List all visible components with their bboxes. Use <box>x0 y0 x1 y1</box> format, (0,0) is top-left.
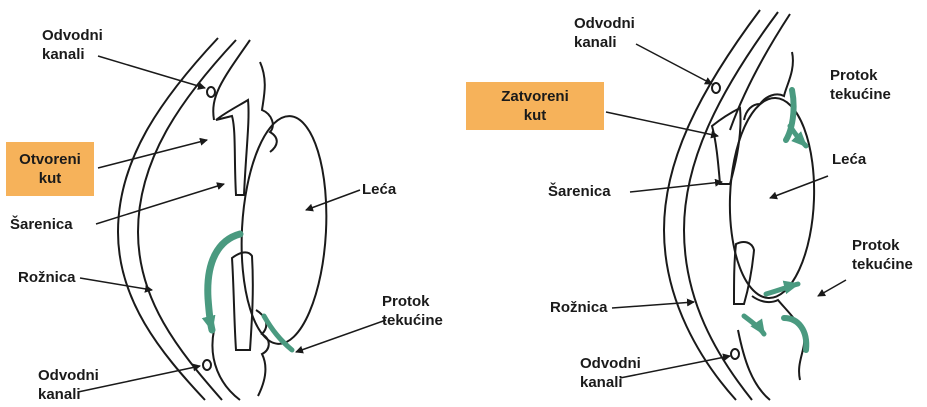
right-fluid-flow-top-label: Protok tekućine <box>830 66 891 104</box>
right-closed-angle-label: Zatvoreni kut <box>466 82 604 130</box>
right-eye-anatomy <box>664 10 817 400</box>
left-iris-upper <box>216 100 249 195</box>
right-iris-lower <box>734 242 754 304</box>
right-pointers <box>606 44 846 378</box>
left-iris-label: Šarenica <box>10 215 73 234</box>
right-drainage-canals-bottom-label: Odvodni kanali <box>580 354 641 392</box>
right-iris-upper <box>712 108 741 184</box>
right-inner-wall <box>730 14 790 400</box>
left-open-angle-label: Otvoreni kut <box>6 142 94 196</box>
left-pointers <box>78 56 386 392</box>
left-cornea-inner <box>138 40 236 400</box>
left-drainage-canals-top-label: Odvodni kanali <box>42 26 103 64</box>
left-inner-wall <box>212 40 250 400</box>
right-flow-arrow-lower-left <box>744 316 764 334</box>
left-eye-anatomy <box>118 38 332 400</box>
right-iris-label: Šarenica <box>548 182 611 201</box>
right-ciliary-lower <box>752 296 804 380</box>
left-fluid-flow-label: Protok tekućine <box>382 292 443 330</box>
left-cornea-label: Rožnica <box>18 268 76 287</box>
right-canal-bottom <box>731 349 739 359</box>
left-drainage-canals-bottom-label: Odvodni kanali <box>38 366 99 404</box>
left-cornea-outer <box>118 38 218 400</box>
left-canal-top <box>207 87 215 97</box>
right-drainage-canals-top-label: Odvodni kanali <box>574 14 635 52</box>
right-ciliary-upper <box>744 52 793 120</box>
right-fluid-flow-right-label: Protok tekućine <box>852 236 913 274</box>
right-cornea-label: Rožnica <box>550 298 608 317</box>
right-lens-label: Leća <box>832 150 866 169</box>
left-lens <box>236 114 332 346</box>
left-lens-label: Leća <box>362 180 396 199</box>
left-canal-bottom <box>203 360 211 370</box>
right-cornea-inner <box>684 12 778 400</box>
right-canal-top <box>712 83 720 93</box>
